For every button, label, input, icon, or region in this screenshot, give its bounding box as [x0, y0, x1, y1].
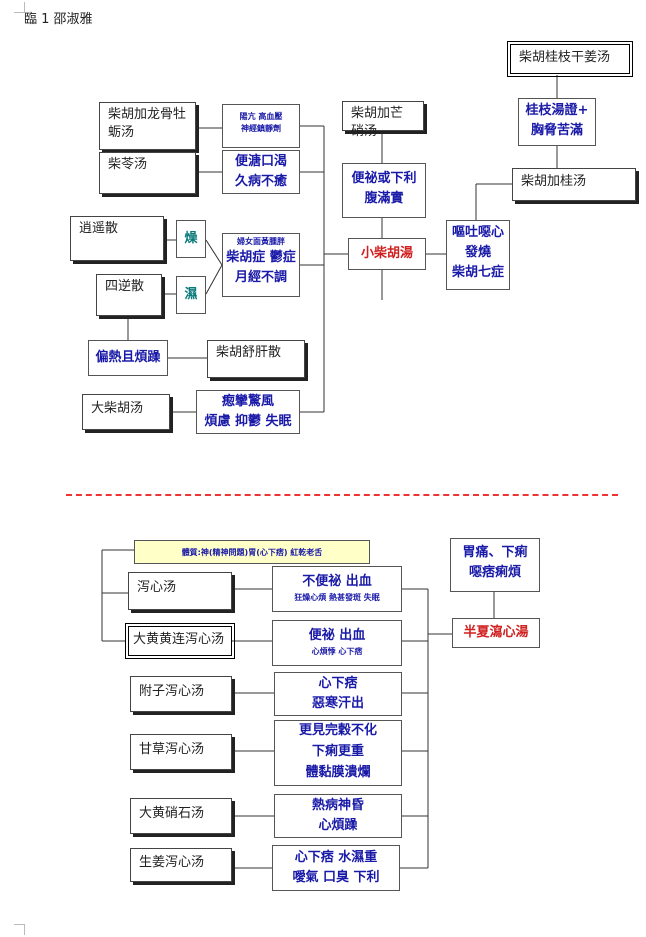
page-corner-mark [14, 2, 25, 13]
formula-label: 柴胡加桂汤 [521, 174, 587, 189]
symptom-line: 嘔吐噁心 [451, 225, 504, 240]
symptom-line: 惡寒汗出 [311, 696, 364, 712]
formula-label: 大柴胡汤 [91, 401, 144, 416]
symptom-line: 久病不癒 [234, 174, 287, 190]
formula-dahuang-huanglian-xiexin: 大黄黄连泻心汤 [125, 623, 235, 659]
formula-gancao-xiexin: 甘草泻心汤 [130, 734, 232, 770]
formula-label: 柴胡加芒硝汤 [351, 106, 404, 139]
formula-label: 柴胡桂枝干姜汤 [519, 50, 611, 65]
symptom-line: 體黏膜潰爛 [305, 764, 371, 780]
symptom-banxia: 胃痛、下痢 噁痞痢煩 [450, 538, 540, 592]
formula-label: 逍遥散 [79, 221, 119, 236]
symptom-outu: 嘔吐噁心 發燒 柴胡七症 [446, 220, 510, 290]
formula-dahuang-xiaoshi: 大黄硝石汤 [130, 798, 232, 834]
formula-chaihu-mangxiao: 柴胡加芒硝汤 [342, 101, 424, 139]
formula-sini: 四逆散 [96, 274, 162, 316]
symptom-line: 心煩悸 心下痞 [311, 646, 363, 656]
symptom-line: 便溏口渴 [234, 154, 287, 169]
symptom-line: 不便祕 出血 [302, 574, 372, 589]
symptom-line: 柴胡七症 [451, 265, 504, 281]
symptom-line: 婦女面黃腫胖 [237, 237, 285, 246]
symptom-line: 發燒 [464, 245, 491, 261]
symptom-line: 下痢更重 [311, 743, 364, 759]
symptom-dahuang-huanglian: 便祕 出血 心煩悸 心下痞 [272, 620, 402, 666]
formula-label: 柴胡舒肝散 [216, 345, 282, 360]
symptom-line: 煩慮 抑鬱 失眠 [204, 414, 292, 430]
page-corner-mark [14, 924, 25, 935]
symptom-guizhi-zheng: 桂枝湯證+ 胸脅苦滿 [518, 98, 596, 146]
symptom-line: 偏熱且煩躁 [95, 350, 161, 365]
formula-fuzi-xiexin: 附子泻心汤 [130, 676, 232, 712]
symptom-line: 心下痞 水濕重 [294, 850, 378, 865]
symptom-jingluan: 瘛攣驚風 煩慮 抑鬱 失眠 [196, 390, 300, 434]
formula-banxia-xiexin: 半夏瀉心湯 [452, 618, 540, 648]
symptom-line: 瘛攣驚風 [221, 394, 274, 409]
symptom-line: 便祕 出血 [308, 628, 366, 643]
symptom-shi: 濕 [176, 276, 206, 314]
formula-label: 柴胡加龙骨牡蛎汤 [108, 107, 187, 140]
formula-chaihu-shugan: 柴胡舒肝散 [207, 340, 305, 378]
formula-label: 大黄黄连泻心汤 [133, 632, 225, 647]
symptom-bianxie: 便溏口渴 久病不癒 [222, 150, 300, 194]
symptom-line: 狂燥心煩 熱甚發斑 失眠 [294, 592, 380, 602]
symptom-line: 神經鎮靜劑 [241, 124, 281, 134]
formula-label: 生姜泻心汤 [139, 855, 205, 870]
formula-label: 大黄硝石汤 [139, 806, 205, 821]
symptom-line: 胃痛、下痢 [462, 545, 528, 560]
symptom-line: 胸脅苦滿 [530, 123, 583, 139]
formula-label: 泻心汤 [137, 580, 177, 595]
formula-chaihu-longgu-muli: 柴胡加龙骨牡蛎汤 [99, 102, 196, 150]
symptom-line: 心下痞 [318, 676, 358, 691]
formula-label: 甘草泻心汤 [139, 742, 205, 757]
symptom-line: 柴胡症 鬱症 [226, 250, 296, 265]
symptom-line: 陽亢 高血壓 [239, 112, 283, 121]
formula-xiaoyao: 逍遥散 [70, 216, 164, 261]
formula-chaihu-jiagui: 柴胡加桂汤 [512, 168, 636, 201]
formula-label: 四逆散 [105, 279, 145, 294]
symptom-dahuang-xiaoshi: 熱病神昏 心煩躁 [274, 794, 402, 838]
formula-chailing: 柴苓汤 [99, 152, 196, 194]
symptom-line: 濕 [184, 287, 198, 302]
formula-xiao-chaihu: 小柴胡湯 [348, 238, 426, 270]
symptom-shengjiang: 心下痞 水濕重 噯氣 口臭 下利 [272, 845, 400, 891]
symptom-line: 便祕或下利 [351, 171, 417, 186]
symptom-line: 燥 [184, 231, 198, 246]
formula-shengjiang-xiexin: 生姜泻心汤 [130, 848, 232, 882]
symptom-zao: 燥 [176, 220, 206, 258]
formula-xiexin: 泻心汤 [128, 572, 232, 610]
section-divider [66, 494, 618, 496]
constitution-note: 體質:神(精神問題)胃(心下痞) 紅乾老舌 [134, 540, 370, 564]
symptom-line: 噯氣 口臭 下利 [292, 870, 380, 886]
symptom-fuzi: 心下痞 惡寒汗出 [274, 672, 402, 716]
constitution-text: 體質:神(精神問題)胃(心下痞) 紅乾老舌 [181, 548, 323, 557]
symptom-line: 熱病神昏 [311, 798, 364, 813]
symptom-piantare: 偏熱且煩躁 [88, 340, 168, 376]
formula-label: 半夏瀉心湯 [463, 625, 529, 640]
symptom-yangkang: 陽亢 高血壓 神經鎮靜劑 [222, 104, 300, 148]
symptom-line: 心煩躁 [318, 818, 358, 834]
symptom-line: 月經不調 [234, 269, 287, 285]
symptom-gancao: 更見完穀不化 下痢更重 體黏膜潰爛 [274, 720, 402, 786]
formula-chaihu-guizhi-ganjiang: 柴胡桂枝干姜汤 [507, 41, 633, 77]
symptom-line: 更見完穀不化 [298, 723, 377, 738]
symptom-line: 腹滿實 [364, 191, 404, 207]
symptom-line: 桂枝湯證+ [525, 103, 589, 118]
formula-da-chaihu: 大柴胡汤 [82, 394, 170, 430]
formula-label: 附子泻心汤 [139, 684, 205, 699]
formula-label: 柴苓汤 [108, 157, 148, 172]
symptom-funv: 婦女面黃腫胖 柴胡症 鬱症 月經不調 [222, 233, 300, 297]
page-header: 臨 1 邵淑雅 [24, 12, 93, 27]
symptom-bianmi: 便祕或下利 腹滿實 [342, 163, 426, 218]
symptom-xiexin: 不便祕 出血 狂燥心煩 熱甚發斑 失眠 [272, 566, 402, 612]
symptom-line: 噁痞痢煩 [468, 565, 521, 581]
formula-label: 小柴胡湯 [360, 246, 413, 261]
